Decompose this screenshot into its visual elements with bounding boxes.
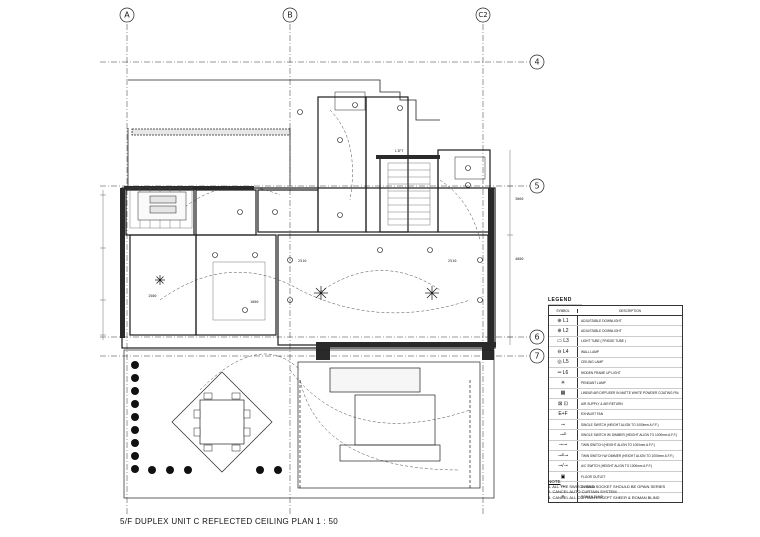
grid-label-4: 4 bbox=[534, 58, 539, 67]
legend-header-description: DESCRIPTION bbox=[619, 308, 641, 313]
legend-row: ⊸ᴰ⊸TWIN SWITCH W/ DIMMER (HEIGHT ALIGN T… bbox=[549, 451, 682, 462]
grid-bubble-a bbox=[119, 7, 135, 23]
grid-bubble-b bbox=[282, 7, 298, 23]
dim-label: 3060 bbox=[515, 197, 523, 201]
legend-symbol: ≡ bbox=[549, 492, 578, 503]
legend-description: HIDDEN FRAME UP LIGHT bbox=[581, 370, 621, 375]
legend-description: AIR SUPPLY & AIR RETURN bbox=[581, 401, 623, 406]
legend-symbol: ▣ bbox=[549, 471, 578, 482]
legend-description: LINEAR AIR DIFFUSER IN MATTE WHITE POWDE… bbox=[581, 391, 680, 396]
legend-description: SINGLE SWITCH (HEIGHT ALIGN TO 1000mm A.… bbox=[581, 422, 659, 427]
dim-label: 1500 bbox=[148, 294, 156, 298]
legend-row: 〰CURTAIN bbox=[549, 482, 682, 493]
legend-description: ADJUSTABLE DOWNLIGHT bbox=[581, 318, 622, 323]
grid-label-a: A bbox=[124, 11, 130, 20]
note-line: 2. CANCEL AUTO CURTAIN SYSTEM bbox=[548, 489, 617, 495]
grid-bubble-4 bbox=[529, 54, 545, 70]
legend-row: ✳PENDANT LAMP bbox=[549, 378, 682, 389]
legend-description: WALL LAMP bbox=[581, 349, 600, 354]
grid-bubble-c2 bbox=[475, 7, 491, 23]
legend-header-symbol: SYMBOL bbox=[549, 308, 578, 313]
notes-title: NOTE bbox=[548, 479, 561, 484]
legend-symbol: ⊕ L2 bbox=[549, 326, 578, 336]
legend-row: ⊸/⊸A/C SWITCH (HEIGHT ALIGN TO 1000mm A.… bbox=[549, 461, 682, 472]
lift-label: LIFT bbox=[395, 149, 404, 153]
legend-description: ADJUSTABLE DOWNLIGHT bbox=[581, 329, 622, 334]
legend-symbol: ⊕ L1 bbox=[549, 316, 578, 326]
dim-label: 1000 bbox=[250, 300, 258, 304]
legend-symbol: ⊸/⊸ bbox=[549, 461, 578, 471]
grid-label-b: B bbox=[287, 11, 293, 20]
legend-description: CEILING LAMP bbox=[581, 360, 604, 365]
legend-row: ▣FLOOR OUTLET bbox=[549, 471, 682, 483]
dim-label: 2510 bbox=[298, 259, 306, 263]
legend-row: ⊸⊸TWIN SWITCH (HEIGHT ALIGN TO 1000mm A.… bbox=[549, 440, 682, 452]
legend-description: FLOOR OUTLET bbox=[581, 474, 606, 479]
grid-label-c2: C2 bbox=[478, 11, 487, 19]
note-line: 1. ALL THE SWITCH AND SOCKET SHOULD BE G… bbox=[548, 484, 666, 490]
dim-label: 2510 bbox=[448, 259, 456, 263]
legend-symbol: ═ L6 bbox=[549, 367, 578, 378]
legend-symbol: ⊸⊸ bbox=[549, 440, 578, 451]
legend-symbol: ▭ L3 bbox=[549, 336, 578, 347]
dim-label: 4000 bbox=[515, 257, 523, 261]
legend-symbol: ✳ bbox=[549, 378, 578, 388]
legend-description: TWIN SWITCH W/ DIMMER (HEIGHT ALIGN TO 1… bbox=[581, 453, 674, 458]
legend-description: ROMAN BLIND bbox=[581, 495, 604, 500]
legend-description: PENDANT LAMP bbox=[581, 381, 606, 386]
plan-title: 5/F DUPLEX UNIT C REFLECTED CEILING PLAN… bbox=[120, 517, 339, 526]
grid-label-5: 5 bbox=[534, 182, 539, 191]
legend-symbol: ⊸ bbox=[549, 419, 578, 430]
legend-description: A/C SWITCH (HEIGHT ALIGN TO 1000mm A.F.F… bbox=[581, 464, 653, 469]
legend-description: TWIN SWITCH (HEIGHT ALIGN TO 1000mm A.F.… bbox=[581, 443, 656, 448]
legend-symbol: ▦ bbox=[549, 388, 578, 399]
legend-row: ≡ROMAN BLIND bbox=[549, 492, 682, 503]
grid-label-7: 7 bbox=[534, 352, 539, 361]
legend-row: ⊸SINGLE SWITCH (HEIGHT ALIGN TO 1000mm A… bbox=[549, 419, 682, 431]
legend-description: CURTAIN bbox=[581, 484, 595, 489]
legend-description: LIGHT TUBE ( FRIDGE TUBE ) bbox=[581, 339, 626, 344]
grid-bubble-6 bbox=[529, 329, 545, 345]
legend-description: SINGLE SWITCH W/ DIMMER (HEIGHT ALIGN TO… bbox=[581, 432, 678, 437]
legend-symbol: 〰 bbox=[549, 482, 578, 492]
legend-symbol: ◎ L5 bbox=[549, 357, 578, 367]
legend-header: SYMBOL DESCRIPTION bbox=[549, 306, 682, 316]
legend-description: EXHAUST FAN bbox=[581, 412, 604, 417]
legend-symbol: ⊸ᴰ bbox=[549, 430, 578, 440]
legend-symbol: ⊖ L4 bbox=[549, 347, 578, 357]
legend-symbol: ⊠ ⊡ bbox=[549, 399, 578, 409]
notes: NOTE 1. ALL THE SWITCH AND SOCKET SHOULD… bbox=[548, 479, 665, 500]
note-line: 3. CANCEL ALL CURTAIN EXCEPT SHEER & ROM… bbox=[548, 494, 660, 500]
legend-symbol: E+F bbox=[549, 409, 578, 419]
legend-title: LEGEND bbox=[548, 297, 572, 303]
legend-row: ⊠ ⊡AIR SUPPLY & AIR RETURN bbox=[549, 399, 682, 410]
legend-symbol: ⊸ᴰ⊸ bbox=[549, 451, 578, 461]
grid-bubble-5 bbox=[529, 178, 545, 194]
grid-label-6: 6 bbox=[534, 333, 539, 342]
grid-bubble-7 bbox=[529, 348, 545, 364]
legend-row: ▦LINEAR AIR DIFFUSER IN MATTE WHITE POWD… bbox=[549, 388, 682, 400]
